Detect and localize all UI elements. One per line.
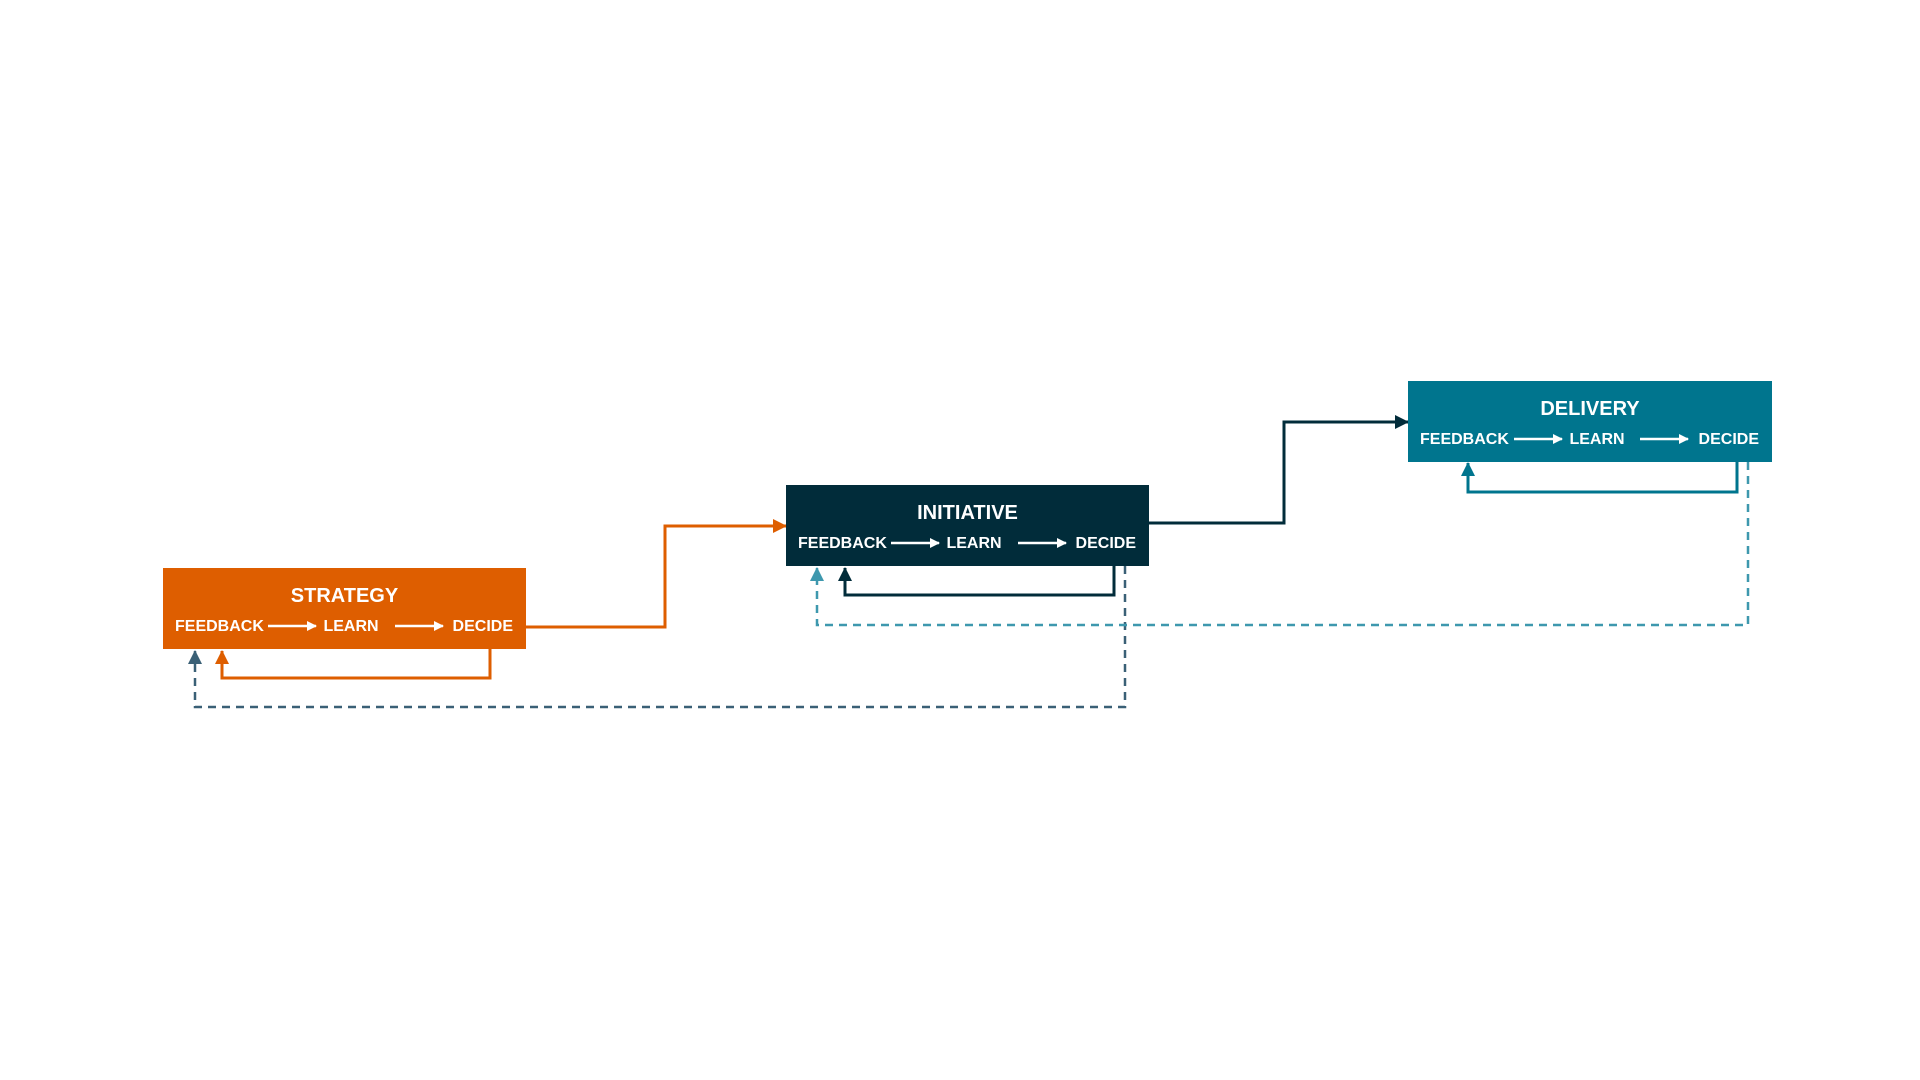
- dashed-delivery-to-initiative-feedback: [810, 462, 1750, 627]
- initiative-box-background: [786, 485, 1149, 566]
- delivery-title: DELIVERY: [1540, 398, 1640, 420]
- initiative-box: INITIATIVE FEEDBACK LEARN DECIDE: [786, 485, 1149, 566]
- initiative-title: INITIATIVE: [917, 502, 1018, 524]
- delivery-box-background: [1408, 381, 1772, 462]
- initiative-step-decide: DECIDE: [1076, 535, 1137, 552]
- strategy-title: STRATEGY: [291, 585, 399, 607]
- strategy-feedback-loop: [215, 649, 492, 680]
- delivery-box: DELIVERY FEEDBACK LEARN DECIDE: [1408, 381, 1772, 462]
- delivery-step-decide: DECIDE: [1699, 431, 1760, 448]
- initiative-feedback-loop: [838, 566, 1116, 597]
- dashed-initiative-to-strategy-feedback: [188, 566, 1127, 709]
- strategy-step-feedback: FEEDBACK: [175, 618, 264, 635]
- initiative-step-learn: LEARN: [946, 535, 1001, 552]
- delivery-feedback-loop: [1461, 462, 1739, 494]
- strategy-box-background: [163, 568, 526, 649]
- initiative-step-feedback: FEEDBACK: [798, 535, 887, 552]
- strategy-box: STRATEGY FEEDBACK LEARN DECIDE: [163, 568, 526, 649]
- delivery-step-learn: LEARN: [1569, 431, 1624, 448]
- connector-strategy-to-initiative: [525, 519, 787, 629]
- delivery-step-feedback: FEEDBACK: [1420, 431, 1509, 448]
- strategy-step-decide: DECIDE: [453, 618, 514, 635]
- connector-initiative-to-delivery: [1149, 415, 1409, 525]
- strategy-step-learn: LEARN: [323, 618, 378, 635]
